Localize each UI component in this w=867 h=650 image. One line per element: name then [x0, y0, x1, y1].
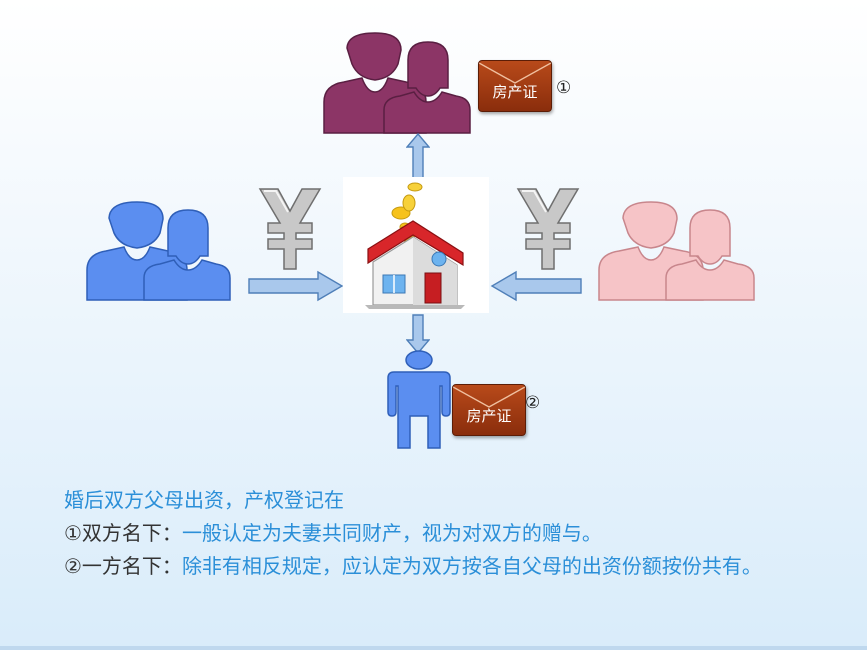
single-ownership-prefix: ②一方名下：: [64, 554, 182, 578]
envelope-flap-icon: [479, 62, 551, 84]
envelope-flap-icon: [453, 386, 525, 408]
heading-line: 婚后双方父母出资，产权登记在: [64, 488, 344, 512]
arrow-up-icon: [406, 133, 430, 179]
wife-figure: [383, 41, 471, 134]
house-icon: [365, 182, 465, 309]
marker-joint: ①: [556, 78, 572, 98]
yen-icon: [258, 188, 322, 270]
husband-parents-icon: [86, 201, 231, 301]
single-ownership-detail: 除非有相反规定，应认定为双方按各自父母的出资份额按份共有。: [181, 554, 762, 578]
certificate-label: 房产证: [492, 83, 538, 101]
marker-single: ②: [525, 393, 541, 413]
joint-ownership-line: ①双方名下：一般认定为夫妻共同财产，视为对双方的赠与。: [64, 517, 762, 550]
certificate-label: 房产证: [466, 407, 512, 425]
arrow-down-icon: [406, 314, 430, 354]
married-couple-icon: [323, 32, 471, 134]
single-ownership-line: ②一方名下：除非有相反规定，应认定为双方按各自父母的出资份额按份共有。: [64, 550, 762, 583]
single-owner-icon: [387, 350, 451, 449]
explanation-text: 婚后双方父母出资，产权登记在 ①双方名下：一般认定为夫妻共同财产，视为对双方的赠…: [64, 484, 762, 583]
arrow-left-icon: [490, 270, 582, 302]
property-certificate-joint: 房产证: [478, 60, 552, 112]
bottom-rule: [0, 646, 867, 650]
arrow-right-icon: [248, 270, 344, 302]
wife-parents-icon: [598, 201, 755, 301]
yen-icon: [516, 188, 580, 270]
joint-ownership-prefix: ①双方名下：: [64, 521, 182, 545]
property-certificate-single: 房产证: [452, 384, 526, 436]
joint-ownership-detail: 一般认定为夫妻共同财产，视为对双方的赠与。: [181, 521, 602, 545]
